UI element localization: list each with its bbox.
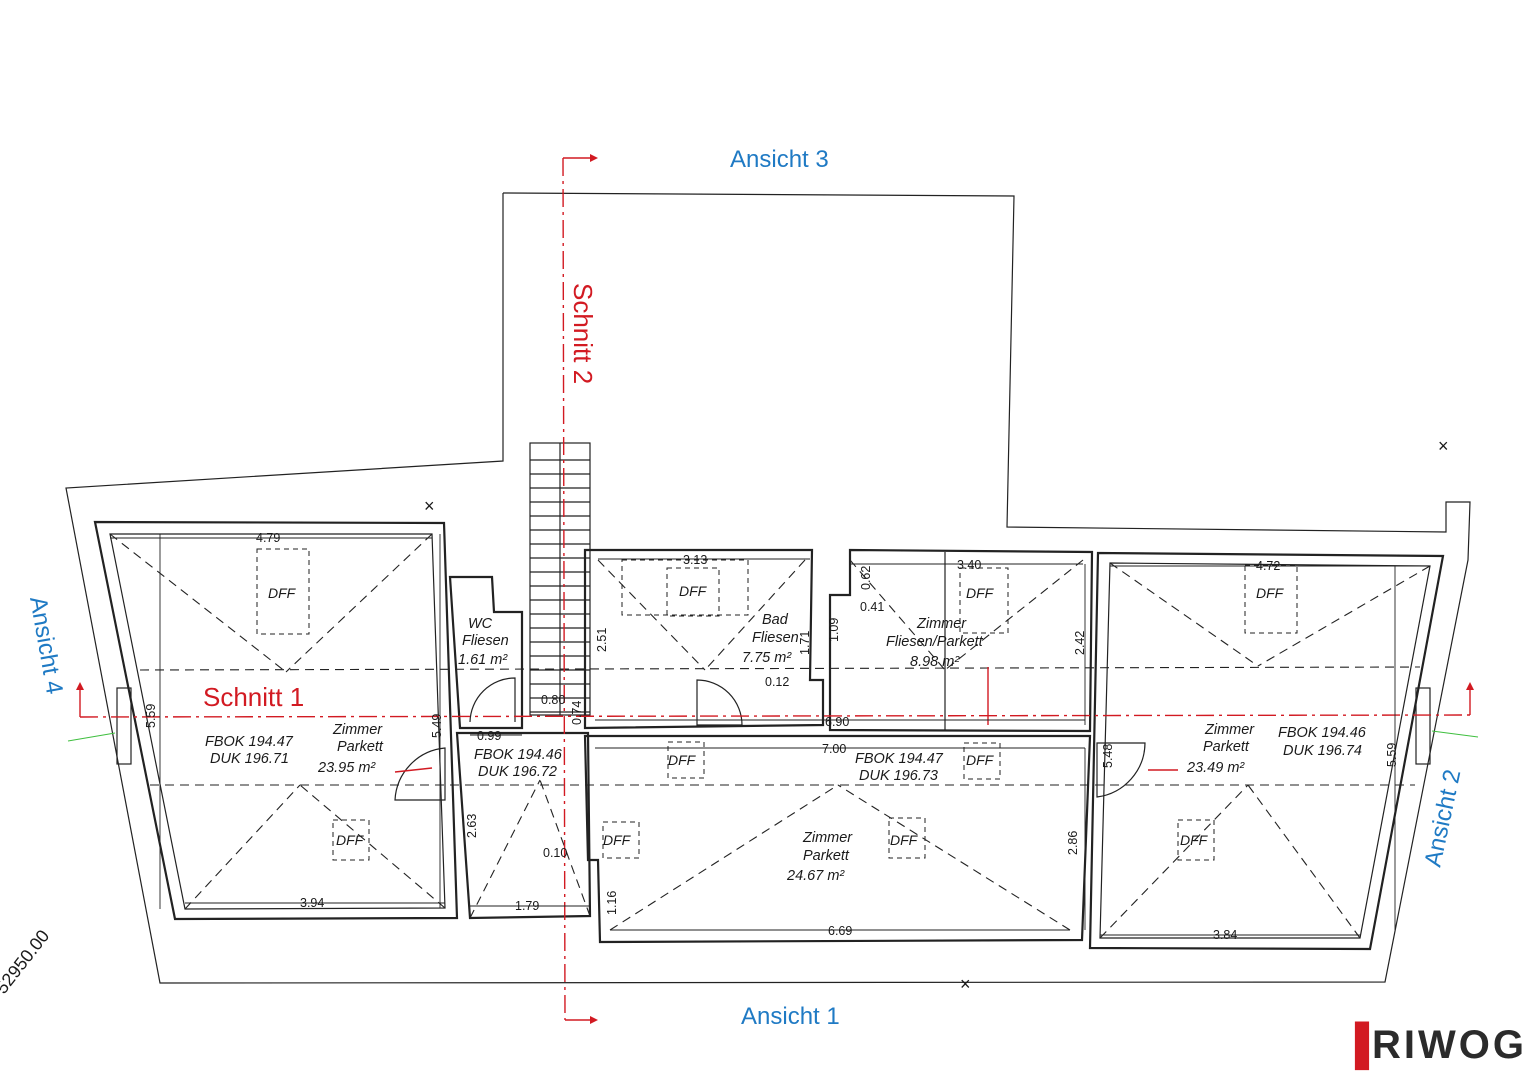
dim-label: 3.40 [957,558,981,572]
dim-label: 4.79 [256,531,280,545]
dim-label: 0.41 [860,600,884,614]
dim-label: 5.59 [1385,743,1399,767]
section-label-1: Schnitt 1 [203,682,304,712]
section-line-1 [79,714,1471,718]
dim-label: 5.59 [144,704,158,728]
dim-label: 0.74 [570,701,584,725]
dff-label: DFF [890,832,919,848]
room-bad-area: 7.75 m² [742,650,792,666]
dim-label: 2.51 [595,628,609,652]
dff-label: DFF [603,832,632,848]
room-right-floor: Parkett [1203,739,1250,755]
room-right-outline [1088,551,1445,951]
dim-label: 5.48 [1101,744,1115,768]
logo-text: RIWOG [1372,1023,1527,1067]
dim-label: 0.10 [543,846,567,860]
view-ansicht-3: Ansicht 3 [730,146,829,173]
room-bad-floor: Fliesen [752,630,799,646]
room-small-name: Zimmer [916,616,967,632]
dff-label: DFF [336,832,365,848]
dim-label: 1.71 [798,631,812,655]
room-right-fbok: FBOK 194.46 [1278,725,1367,741]
dimension-lines [110,534,1430,936]
room-middle-name: Zimmer [802,830,853,846]
svg-text:×: × [424,496,435,516]
section-line-2 [562,157,566,1021]
room-left-area: 23.95 m² [317,760,376,776]
room-wc-outline [448,575,524,730]
view-ansicht-1: Ansicht 1 [741,1003,840,1030]
dff-label: DFF [1256,585,1285,601]
room-middle-fbok: FBOK 194.47 [855,751,944,767]
door-bad [696,679,743,726]
window-right [1415,687,1431,765]
room-wc-floor: Fliesen [462,633,509,649]
room-left-duk: DUK 196.71 [210,751,289,767]
door-right-room [1096,742,1146,798]
room-middle-floor: Parkett [803,848,850,864]
room-bad-name: Bad [762,612,789,628]
logo-mark-icon: ▐ [1340,1023,1373,1067]
room-small-floor: Fliesen/Parkett [886,634,984,650]
room-left-outline [93,520,459,921]
dim-label: 0.12 [765,675,789,689]
dimension-labels-vertical: 5.59 5.49 2.51 1.71 1.09 0.62 2.42 5.59 … [144,566,1399,915]
window-left [116,687,132,765]
dff-label: DFF [1180,832,1209,848]
outer-outline [65,192,1471,984]
plot-label: 52950.00 [0,926,53,997]
dim-label: 0.62 [859,566,873,590]
dff-label: DFF [268,585,297,601]
room-left-fbok: FBOK 194.47 [205,734,294,750]
dff-label: DFF [966,752,995,768]
room-right-name: Zimmer [1204,722,1255,738]
dim-label: 0.80 [541,693,565,707]
dim-label: 2.42 [1073,631,1087,655]
dim-label: 0.99 [477,729,501,743]
room-left-floor: Parkett [337,739,384,755]
room-small-outline [828,548,1094,733]
room-hall-fbok: FBOK 194.46 [474,747,563,763]
svg-text:×: × [960,974,971,994]
dim-label: 1.79 [515,899,539,913]
dim-label: 6.90 [825,715,849,729]
dim-label: 7.00 [822,742,846,756]
room-middle-outline [583,734,1092,944]
dff-skylights: DFF DFF DFF DFF DFF DFF DFF DFF DFF DFF [256,548,1298,861]
dim-label: 2.86 [1066,831,1080,855]
dim-label: 1.16 [605,891,619,915]
dff-label: DFF [966,585,995,601]
view-ansicht-2: Ansicht 2 [1419,767,1466,869]
room-right-area: 23.49 m² [1186,760,1245,776]
room-right-duk: DUK 196.74 [1283,743,1362,759]
staircase [529,442,591,716]
room-left-name: Zimmer [332,722,383,738]
door-left-room [394,747,446,801]
room-wc-name: WC [468,616,493,632]
dimension-labels: 4.79 3.94 3.13 3.40 4.72 3.84 6.69 6.90 … [256,531,1280,942]
room-small-area: 8.98 m² [910,654,960,670]
dim-label: 3.84 [1213,928,1237,942]
room-middle-area: 24.67 m² [786,868,845,884]
svg-text:×: × [1438,436,1449,456]
dim-label: 6.69 [828,924,852,938]
section-label-2: Schnitt 2 [568,283,598,384]
room-hall-duk: DUK 196.72 [478,764,557,780]
room-wc-area: 1.61 m² [458,652,508,668]
dim-label: 3.94 [300,896,324,910]
dim-label: 5.49 [430,714,444,738]
room-bad-outline [583,548,825,730]
company-logo: ▐RIWOG [1341,1023,1527,1068]
dff-label: DFF [668,752,697,768]
dff-label: DFF [679,583,708,599]
dim-label: 4.72 [1256,559,1280,573]
dim-label: 1.09 [827,618,841,642]
dim-label: 2.63 [465,814,479,838]
dim-label: 3.13 [683,553,707,567]
door-wc [469,677,516,723]
view-ansicht-4: Ansicht 4 [24,594,68,696]
room-middle-duk: DUK 196.73 [859,768,938,784]
